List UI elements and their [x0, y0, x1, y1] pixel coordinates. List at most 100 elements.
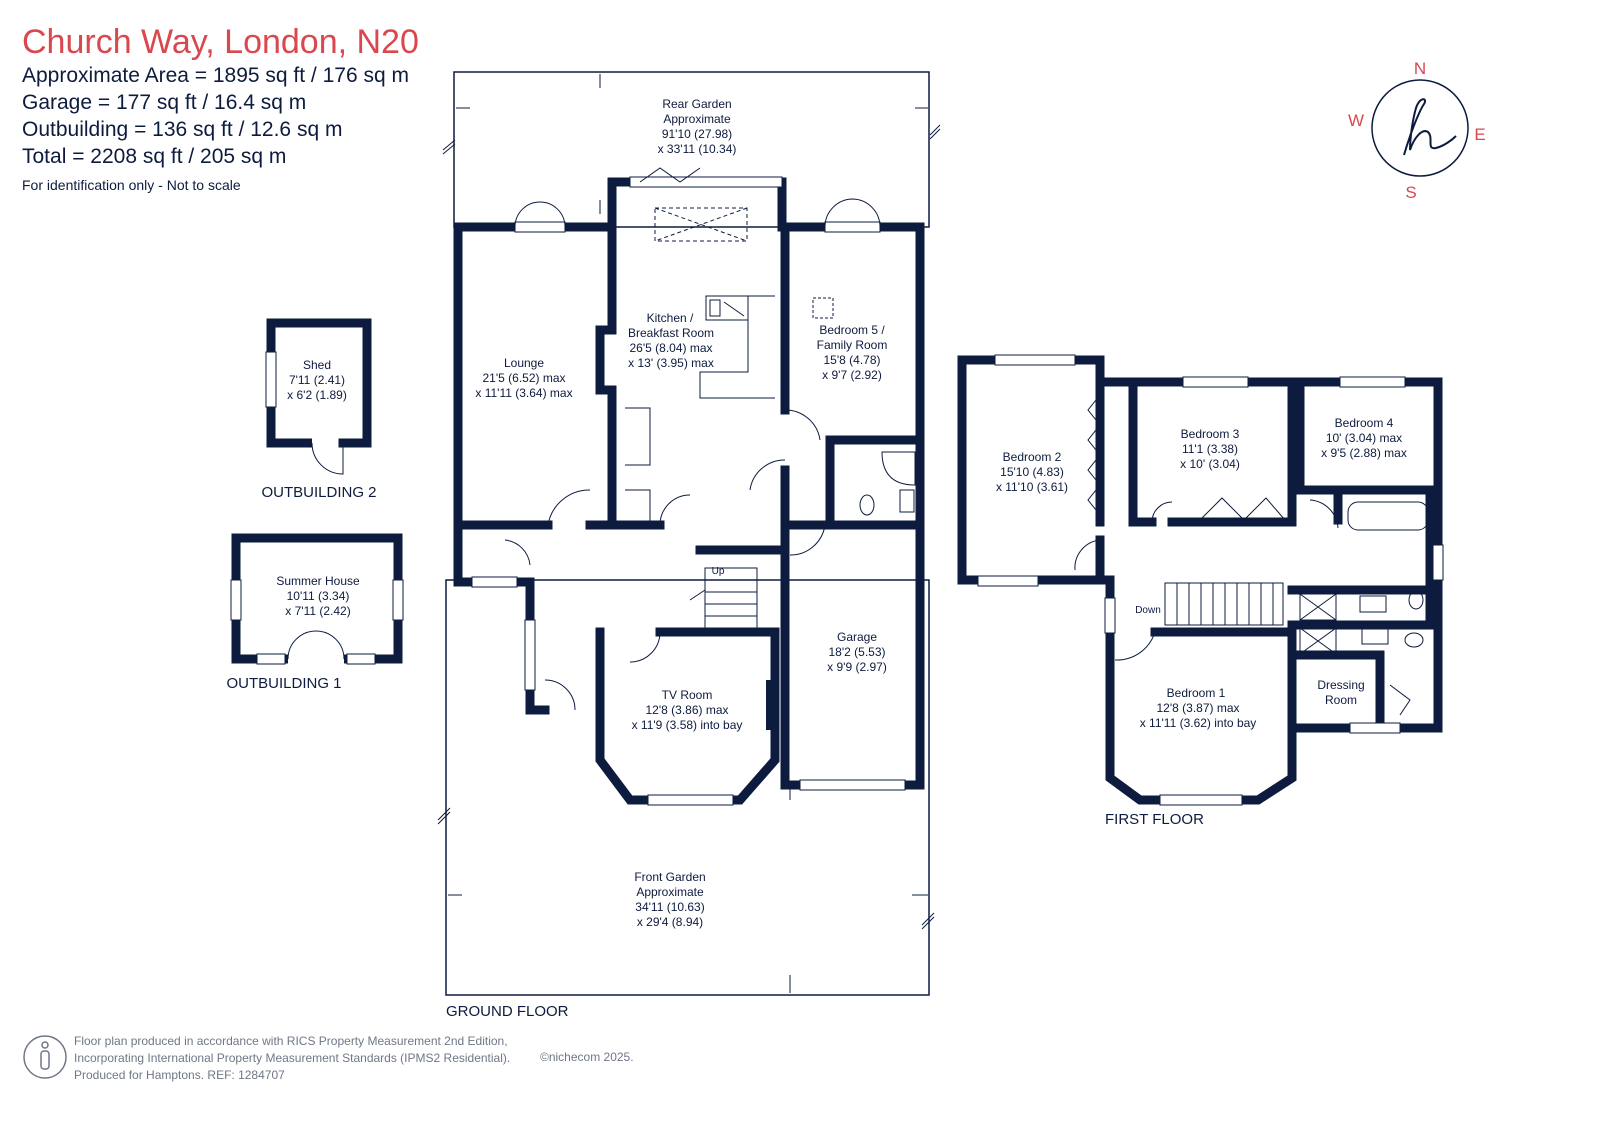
approximate-area: Approximate Area = 1895 sq ft / 176 sq m — [22, 64, 409, 87]
bedroom5-label: Bedroom 5 / — [819, 323, 885, 337]
kitchen-label: Kitchen / — [647, 311, 694, 325]
kitchen-window — [629, 176, 783, 188]
shed-dim2: x 6'2 (1.89) — [287, 388, 347, 402]
kitchen-worktop — [699, 295, 775, 399]
basin-icon — [899, 489, 915, 513]
logo-h-icon — [1403, 98, 1457, 156]
garage-walls — [780, 520, 925, 790]
bedroom3-window — [1182, 376, 1249, 388]
summer-house-window-left — [230, 579, 242, 621]
footer-line-3: Produced for Hamptons. REF: 1284707 — [74, 1068, 285, 1082]
kitchen-dim1: 26'5 (8.04) max — [630, 341, 713, 355]
bedroom5-french-doors — [824, 198, 881, 228]
bedroom3-dim1: 11'1 (3.38) — [1182, 442, 1238, 456]
bedroom2-wardrobe — [1087, 394, 1101, 516]
rear-garden-approx: Approximate — [663, 112, 731, 126]
rear-garden-boundary — [453, 71, 930, 228]
garage-internal-door — [789, 524, 826, 556]
bedroom5-label-2: Family Room — [817, 338, 888, 352]
bathroom-basin-icon — [1359, 595, 1387, 613]
compass-s: S — [1405, 183, 1416, 202]
identification-note: For identification only - Not to scale — [22, 177, 241, 193]
bathroom-door — [1309, 499, 1339, 529]
ground-floor-label: GROUND FLOOR — [446, 1003, 569, 1020]
kitchen-label-2: Breakfast Room — [628, 326, 714, 340]
rear-garden-arrows — [456, 74, 928, 214]
lounge-door — [547, 489, 591, 526]
rear-garden-dim2: x 33'11 (10.34) — [658, 142, 737, 156]
compass-n: N — [1414, 59, 1426, 78]
first-floor-plan: Bedroom 2 15'10 (4.83) x 11'10 (3.61) Be… — [957, 354, 1444, 828]
lounge-dim2: x 11'11 (3.64) max — [475, 386, 572, 400]
summer-house-window-right — [392, 579, 404, 621]
rear-wall — [453, 177, 925, 445]
compass: N S E W — [1348, 59, 1486, 202]
bathroom-toilet-icon — [1408, 590, 1424, 610]
front-garden-boundary — [445, 579, 930, 996]
bath-icon — [1347, 501, 1429, 531]
lounge-kitchen-wall — [595, 222, 617, 530]
bedroom5-window — [824, 221, 881, 233]
bedroom5-dim1: 15'8 (4.78) — [824, 353, 881, 367]
rear-garden-dim1: 91'10 (27.98) — [662, 127, 732, 141]
tv-bay-window — [647, 794, 734, 806]
kitchen-unit — [625, 407, 651, 466]
porch-window — [524, 619, 536, 691]
cupboard-door — [504, 539, 531, 566]
outbuilding-area: Outbuilding = 136 sq ft / 12.6 sq m — [22, 118, 343, 141]
shed-window — [265, 351, 277, 408]
bathroom-window — [1432, 544, 1444, 581]
bedroom3-label: Bedroom 3 — [1181, 427, 1240, 441]
bedroom3-wardrobe — [1199, 497, 1286, 521]
break-marks-rear — [442, 124, 941, 155]
copyright: ©nichecom 2025. — [540, 1050, 634, 1064]
hall-walls — [525, 577, 550, 715]
lounge-dim1: 21'5 (6.52) max — [483, 371, 566, 385]
garage-area: Garage = 177 sq ft / 16.4 sq m — [22, 91, 307, 114]
summer-house-window-front-right — [346, 653, 376, 665]
hall-window — [471, 576, 518, 588]
bedroom1-dim2: x 11'11 (3.62) into bay — [1140, 716, 1257, 730]
outbuilding-2-plan: Shed 7'11 (2.41) x 6'2 (1.89) OUTBUILDIN… — [261, 318, 377, 501]
garage-door — [799, 779, 906, 791]
stairs-down-label: Down — [1135, 605, 1161, 616]
bedroom5-door — [784, 409, 821, 441]
compass-ring — [1371, 79, 1469, 177]
dressing-label-2: Room — [1325, 693, 1357, 707]
front-garden-label: Front Garden — [634, 870, 705, 884]
dressing-wardrobe — [1389, 684, 1411, 716]
bedroom1-door — [1114, 631, 1156, 661]
compass-e: E — [1474, 125, 1485, 144]
bedroom4-label: Bedroom 4 — [1335, 416, 1394, 430]
roof-lantern — [654, 207, 748, 242]
bedroom3-dim2: x 10' (3.04) — [1180, 457, 1240, 471]
shed-door — [311, 442, 344, 475]
rear-garden-label: Rear Garden — [662, 97, 731, 111]
bedroom2-door — [1074, 539, 1101, 571]
tv-room-door — [629, 631, 661, 663]
footer-line-2: Incorporating International Property Mea… — [74, 1051, 511, 1065]
bedroom4-dim1: 10' (3.04) max — [1326, 431, 1402, 445]
garage-dim1: 18'2 (5.53) — [829, 645, 886, 659]
dressing-label: Dressing — [1317, 678, 1364, 692]
front-garden-arrows — [448, 785, 928, 993]
bedroom4-dim2: x 9'5 (2.88) max — [1321, 446, 1407, 460]
skylight-icon — [812, 297, 834, 319]
first-floor-outer-walls — [957, 355, 1443, 805]
total-area: Total = 2208 sq ft / 205 sq m — [22, 145, 287, 168]
bedroom3-door — [1151, 501, 1173, 523]
tv-room-label: TV Room — [662, 688, 713, 702]
tv-room-walls — [595, 627, 780, 805]
bedroom1-dim1: 12'8 (3.87) max — [1157, 701, 1240, 715]
hall-door-2 — [749, 459, 786, 491]
outbuilding-1-plan: Summer House 10'11 (3.34) x 7'11 (2.42) … — [226, 533, 404, 692]
bedroom1-bay-window — [1159, 794, 1243, 806]
bedroom2-front-window — [977, 575, 1039, 587]
ensuite-shower-icon — [1299, 627, 1337, 655]
shed-label: Shed — [303, 358, 331, 372]
stairs-up-label: Up — [712, 566, 725, 577]
summer-house-doors — [287, 630, 345, 660]
front-garden-approx: Approximate — [636, 885, 704, 899]
bedroom2-rear-window — [994, 354, 1076, 366]
bifold-doors — [639, 167, 701, 183]
